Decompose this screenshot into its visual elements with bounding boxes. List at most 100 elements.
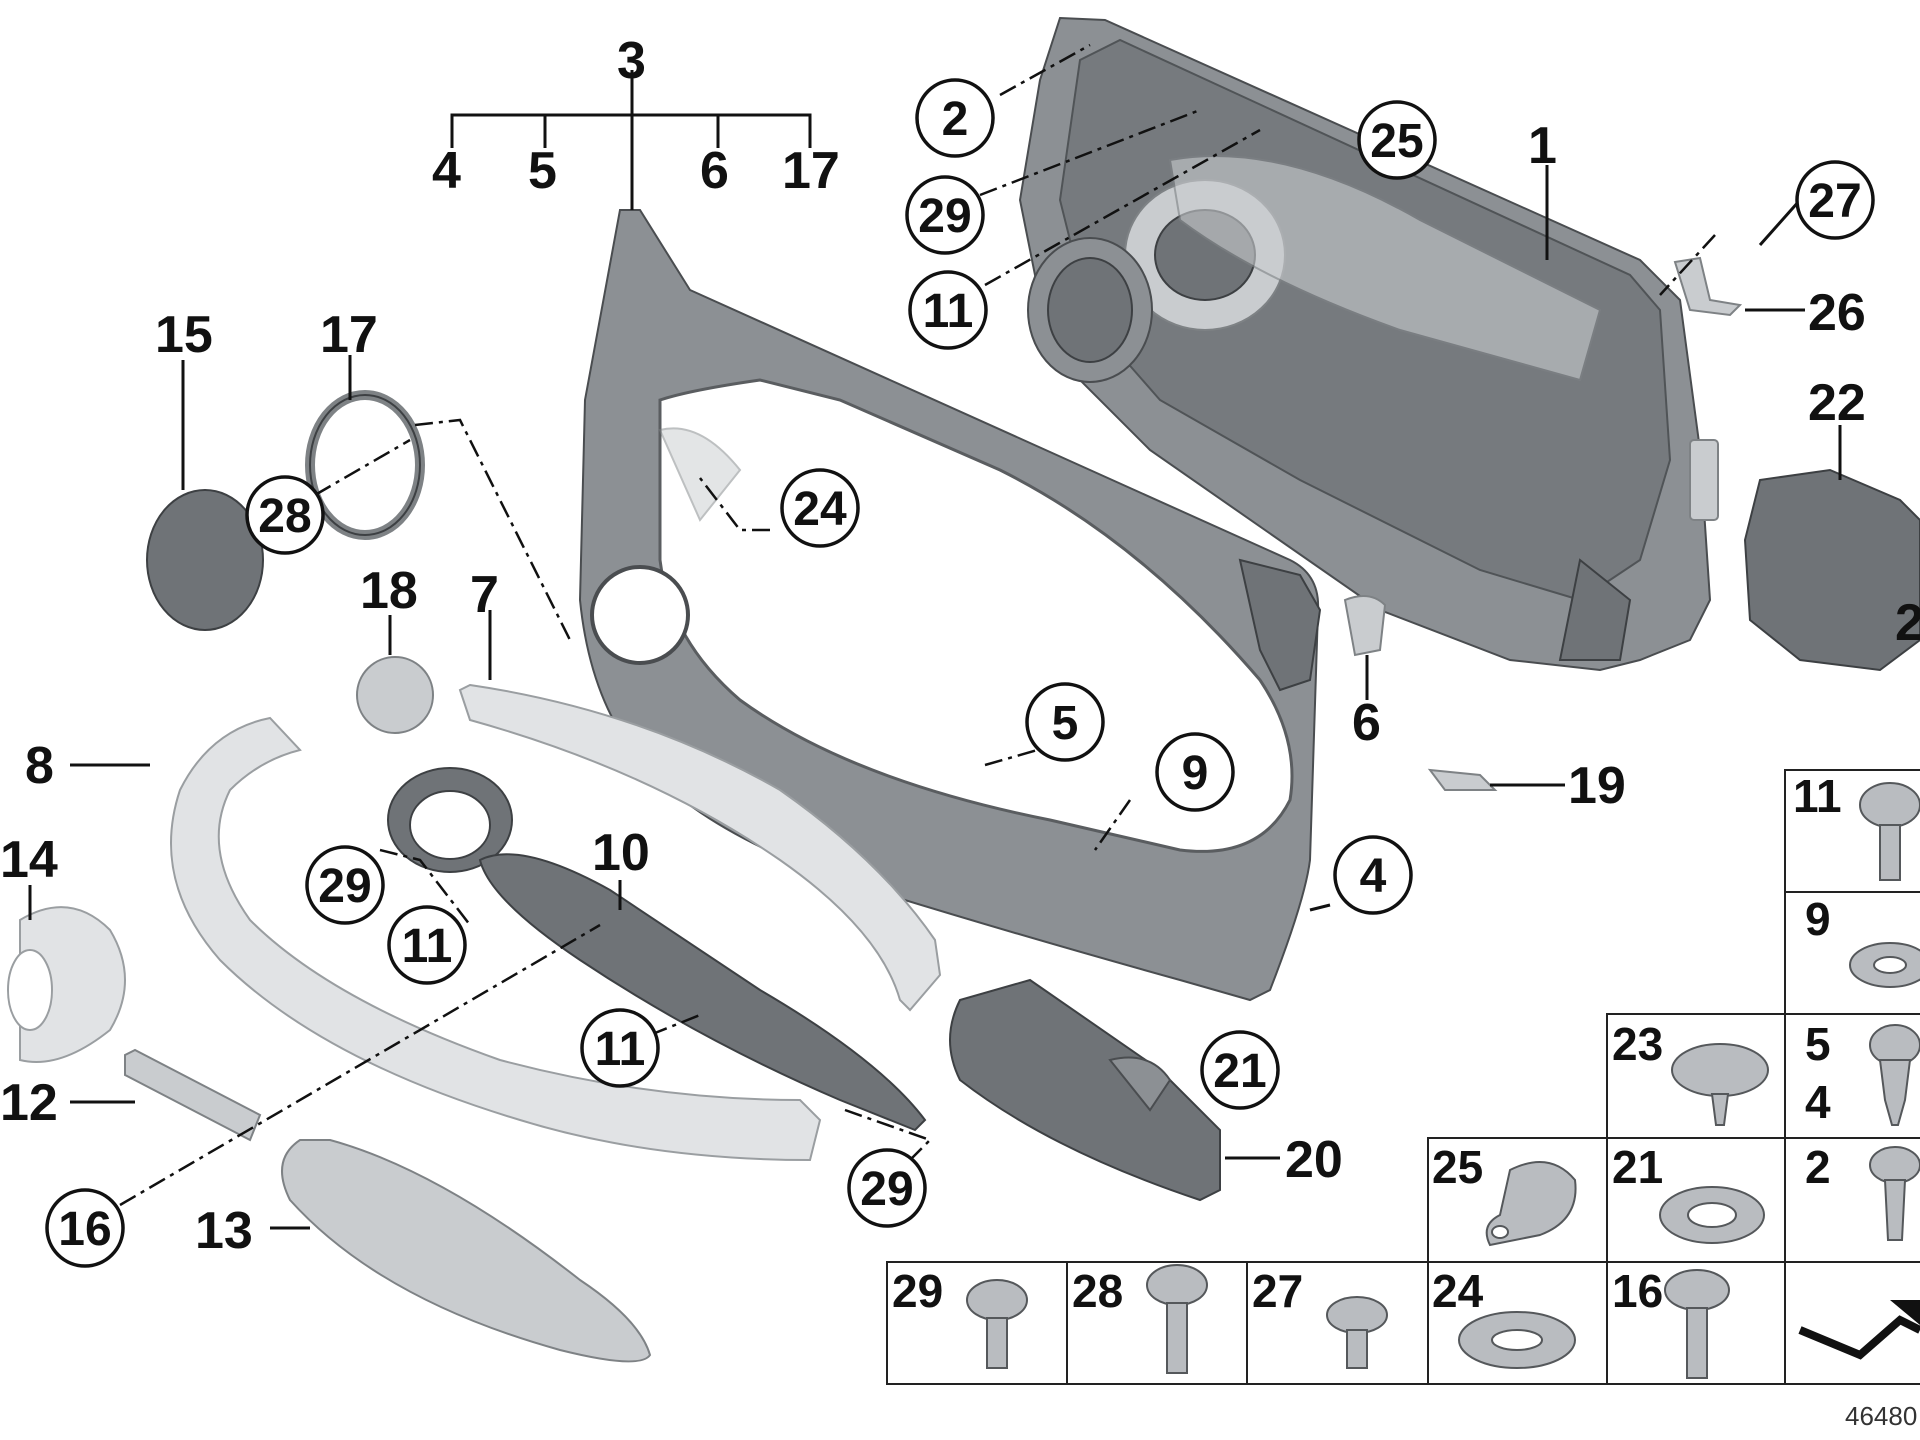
svg-text:16: 16 [58, 1203, 111, 1256]
svg-text:29: 29 [860, 1163, 913, 1216]
hw-label-11: 11 [1793, 770, 1842, 822]
hw-label-5: 5 [1805, 1018, 1831, 1070]
hw-label-21: 21 [1612, 1141, 1663, 1193]
svg-text:27: 27 [1808, 175, 1861, 228]
svg-text:11: 11 [923, 285, 974, 338]
screw-icon-16 [1664, 1269, 1730, 1379]
callout-22: 22 [1808, 374, 1866, 432]
svg-text:4: 4 [1360, 850, 1387, 903]
circled-callout-24: 24 [780, 468, 860, 548]
svg-text:11: 11 [595, 1023, 646, 1076]
callout-2-edge: 2 [1895, 594, 1920, 652]
hw-label-9: 9 [1805, 893, 1831, 945]
svg-text:9: 9 [1182, 747, 1209, 800]
callout-6: 6 [700, 142, 729, 200]
callout-26: 26 [1808, 284, 1866, 342]
part-grab-handle [281, 1139, 652, 1363]
hw-label-25: 25 [1432, 1141, 1483, 1193]
part-ring [305, 390, 425, 540]
part-clip-19 [1427, 768, 1498, 791]
callout-15: 15 [155, 306, 213, 364]
callout-14: 14 [0, 831, 58, 889]
svg-text:24: 24 [793, 483, 847, 536]
circled-callout-11-mid: 11 [387, 905, 467, 985]
screw-icon-28 [1146, 1264, 1208, 1374]
circled-callout-2: 2 [915, 78, 995, 158]
circled-callout-16: 16 [45, 1188, 125, 1268]
plain-callouts: 1 3 4 5 6 17 15 17 18 7 8 10 14 12 13 6 … [0, 32, 1920, 1260]
circled-callout-4: 4 [1333, 835, 1413, 915]
part-cover [7, 906, 126, 1063]
plug-icon-23 [1671, 1043, 1769, 1126]
part-door-pull [387, 767, 927, 1132]
callout-4: 4 [432, 142, 461, 200]
callout-10: 10 [592, 824, 650, 882]
part-trim-strip-large [170, 716, 822, 1162]
expanding-rivet-icon-2 [1869, 1146, 1920, 1241]
star-washer-icon-21 [1659, 1186, 1765, 1244]
hw-label-24: 24 [1432, 1265, 1484, 1317]
washer-icon-24 [1458, 1311, 1576, 1369]
part-map-pocket [949, 978, 1221, 1202]
hw-label-28: 28 [1072, 1265, 1123, 1317]
circled-callout-21: 21 [1200, 1030, 1280, 1110]
part-strip-small [124, 1048, 262, 1142]
clip-icon-9 [1849, 942, 1920, 988]
hw-label-4: 4 [1805, 1076, 1831, 1128]
circled-callout-25: 25 [1357, 100, 1437, 180]
screw-icon-27 [1326, 1296, 1388, 1369]
svg-text:28: 28 [258, 490, 311, 543]
circled-callout-11-top: 11 [908, 270, 988, 350]
svg-text:25: 25 [1370, 115, 1423, 168]
hardware-table: 11 9 23 5 4 25 21 2 29 28 27 24 16 [886, 769, 1920, 1385]
callout-18: 18 [360, 562, 418, 620]
callout-17-ring: 17 [320, 306, 378, 364]
part-door-frame [1018, 16, 1719, 672]
hw-label-16: 16 [1612, 1265, 1663, 1317]
screw-icon-29 [966, 1279, 1028, 1369]
circled-callout-28: 28 [245, 475, 325, 555]
svg-text:29: 29 [918, 190, 971, 243]
circled-callout-29-low: 29 [847, 1148, 927, 1228]
callout-20: 20 [1285, 1131, 1343, 1189]
svg-text:5: 5 [1052, 697, 1079, 750]
arrow-icon [1798, 1300, 1920, 1360]
callout-5: 5 [528, 142, 557, 200]
bracket-clip-icon-25 [1485, 1161, 1577, 1247]
part-bracket-26 [1673, 256, 1743, 317]
part-round-insert [356, 656, 434, 734]
callout-7: 7 [470, 566, 499, 624]
part-cap [146, 489, 264, 631]
expanding-clip-icon-5-4 [1869, 1024, 1920, 1126]
callout-6-clip: 6 [1352, 694, 1381, 752]
callout-3: 3 [617, 32, 646, 90]
part-clip-6 [1343, 595, 1387, 657]
circled-callout-29-top: 29 [905, 175, 985, 255]
leader-lines [28, 43, 1842, 1230]
callout-19: 19 [1568, 757, 1626, 815]
hw-label-29: 29 [892, 1265, 943, 1317]
callout-12: 12 [0, 1074, 58, 1132]
circled-callouts: 2 29 11 25 27 28 24 5 9 4 29 11 11 21 29… [45, 78, 1875, 1268]
circled-callout-11-low: 11 [580, 1008, 660, 1088]
svg-text:29: 29 [318, 860, 371, 913]
screw-icon-11 [1859, 782, 1920, 881]
circled-callout-5: 5 [1025, 682, 1105, 762]
circled-callout-9: 9 [1155, 732, 1235, 812]
callout-8: 8 [25, 737, 54, 795]
callout-17: 17 [782, 142, 840, 200]
reference-number: 46480 [1845, 1401, 1917, 1431]
svg-text:21: 21 [1213, 1045, 1266, 1098]
part-trim-strip-upper [458, 683, 942, 1012]
svg-text:2: 2 [942, 93, 969, 146]
hw-label-23: 23 [1612, 1018, 1663, 1070]
circled-callout-29-mid: 29 [305, 845, 385, 925]
hw-label-2: 2 [1805, 1141, 1831, 1193]
circled-callout-27: 27 [1795, 160, 1875, 240]
part-bracket-22 [1743, 468, 1920, 672]
callout-13: 13 [195, 1202, 253, 1260]
svg-text:11: 11 [402, 920, 453, 973]
callout-1: 1 [1528, 117, 1557, 175]
hw-label-27: 27 [1252, 1265, 1303, 1317]
